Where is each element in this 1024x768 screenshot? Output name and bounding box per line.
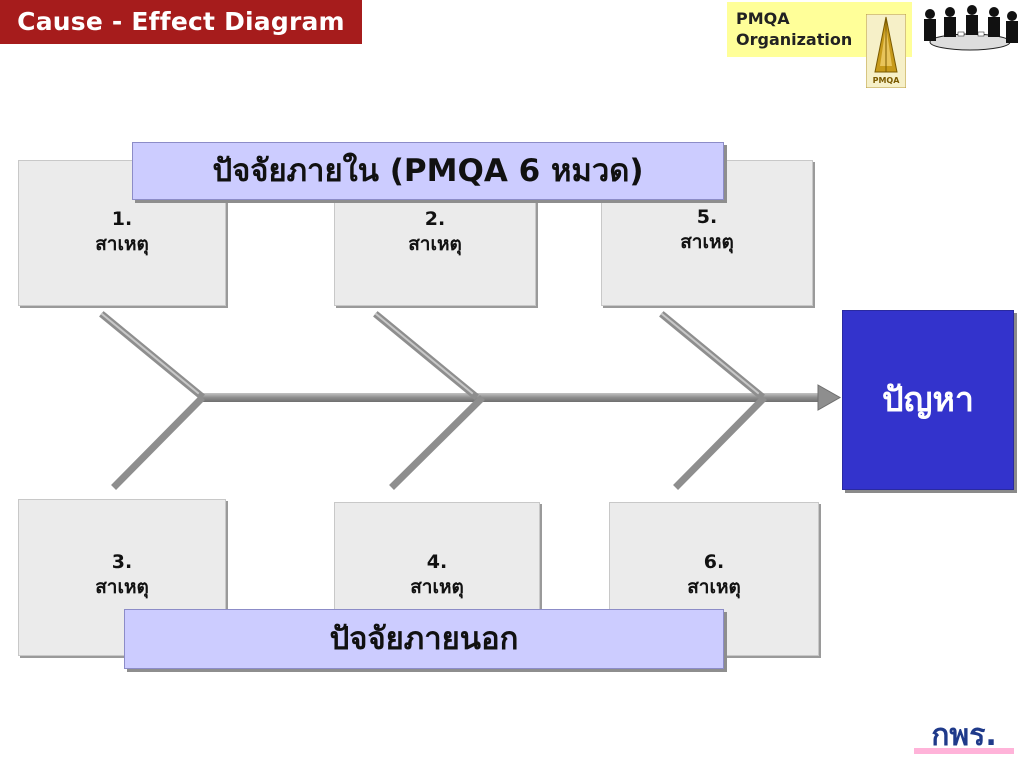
pmqa-tower-logo-icon: PMQA	[866, 14, 906, 88]
cause-number: 5.	[696, 206, 718, 228]
bone-lower-4	[389, 395, 485, 490]
cause-number: 3.	[111, 551, 133, 573]
org-banner-text: PMQA Organization	[736, 8, 852, 50]
cause-label: สาเหตุ	[95, 233, 149, 255]
bone-lower-6	[673, 395, 767, 490]
bone-lower-3	[111, 395, 205, 490]
opdc-logo-icon: กพร.	[914, 718, 1014, 754]
cause-number: 2.	[424, 208, 446, 230]
footer-logo-text: กพร.	[931, 718, 996, 753]
cause-label: สาเหตุ	[680, 231, 734, 253]
cause-number: 6.	[703, 551, 725, 573]
cause-label: สาเหตุ	[687, 576, 741, 598]
slide-title: Cause - Effect Diagram	[0, 0, 362, 44]
cause-number: 4.	[426, 551, 448, 573]
cause-label: สาเหตุ	[95, 576, 149, 598]
cause-number: 1.	[111, 208, 133, 230]
internal-factor-label: ปัจจัยภายใน (PMQA 6 หมวด)	[132, 142, 724, 200]
external-factor-label: ปัจจัยภายนอก	[124, 609, 724, 669]
problem-box: ปัญหา	[842, 310, 1014, 490]
cause-label: สาเหตุ	[410, 576, 464, 598]
org-banner-line2: Organization	[736, 30, 853, 49]
cause-label: สาเหตุ	[408, 233, 462, 255]
pmqa-logo-text: PMQA	[873, 76, 901, 85]
spine-arrow-head-icon	[817, 384, 842, 411]
meeting-people-illustration	[912, 2, 1024, 57]
fishbone-spine	[200, 384, 842, 411]
org-banner-line1: PMQA	[736, 9, 790, 28]
